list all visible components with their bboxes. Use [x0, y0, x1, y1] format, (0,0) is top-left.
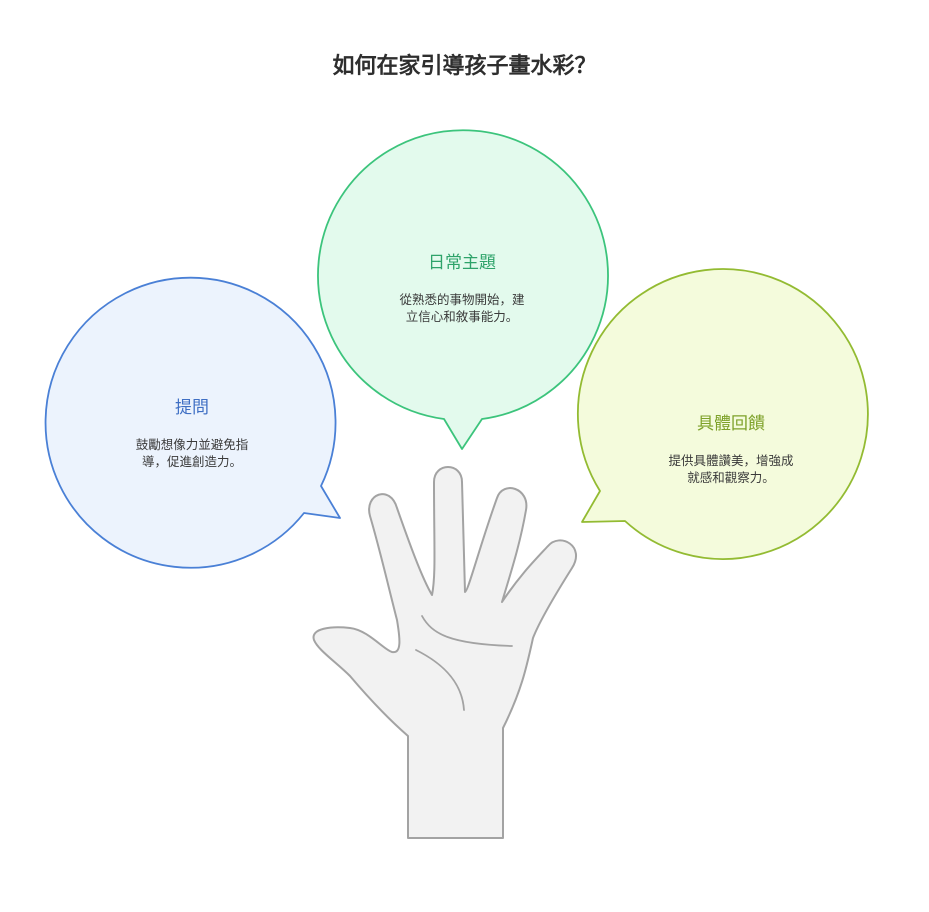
bubble-green-desc-line1: 從熟悉的事物開始，建 [399, 292, 525, 307]
bubble-green-desc-line2: 立信心和敘事能力。 [405, 309, 519, 324]
palm-line-bottom [415, 649, 465, 711]
bubble-lime-desc-line1: 提供具體讚美，增強成 [668, 453, 794, 468]
bubble-lime-title: 具體回饋 [697, 414, 765, 434]
bubble-green-title: 日常主題 [428, 253, 496, 273]
bubble-blue-desc-line2: 導，促進創造力。 [141, 454, 242, 469]
bubble-green-text: 日常主題 從熟悉的事物開始，建 立信心和敘事能力。 [362, 248, 562, 325]
bubble-green [317, 129, 609, 450]
bubble-blue [44, 276, 341, 569]
bubble-blue-desc-line1: 鼓勵想像力並避免指 [135, 437, 249, 452]
bubble-lime-text: 具體回饋 提供具體讚美，增強成 就感和觀察力。 [631, 409, 831, 486]
hand-outline [312, 466, 577, 839]
bubble-blue-title: 提問 [175, 398, 209, 418]
bubble-lime-desc-line2: 就感和觀察力。 [687, 470, 775, 485]
palm-line-top [421, 615, 513, 647]
bubble-blue-text: 提問 鼓勵想像力並避免指 導，促進創造力。 [92, 393, 292, 470]
bubble-lime [576, 268, 869, 560]
hand-icon [312, 466, 577, 839]
diagram-title: 如何在家引導孩子畫水彩？ [332, 54, 597, 79]
